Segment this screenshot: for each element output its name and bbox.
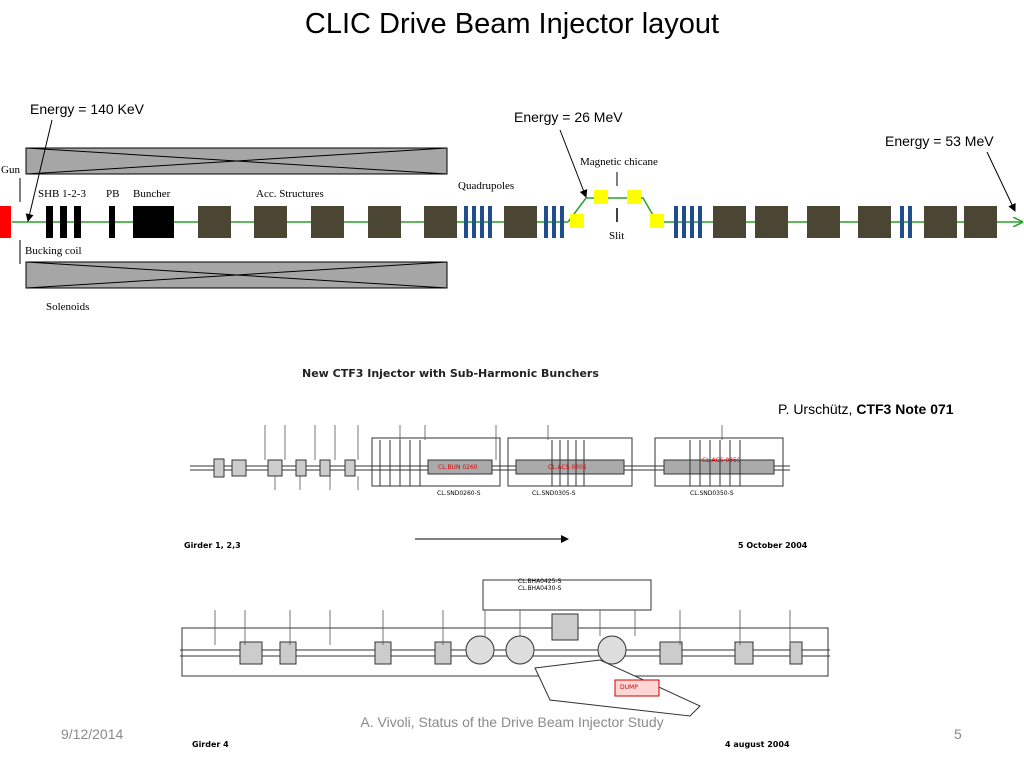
- acc-structure: [924, 206, 957, 238]
- quadrupole: [560, 206, 564, 238]
- chicane-label: Magnetic chicane: [580, 156, 658, 168]
- acs-1-label: CL.ACS 0305: [548, 464, 587, 471]
- energy-label-53mev: Energy = 53 MeV: [885, 133, 994, 149]
- pb-label: PB: [106, 188, 120, 200]
- chicane-magnet: [627, 190, 641, 204]
- acc-structure: [964, 206, 997, 238]
- acc-structure: [311, 206, 344, 238]
- magnetic-chicane: [570, 190, 664, 228]
- reference-author: P. Urschütz,: [778, 401, 853, 417]
- footer-page-number: 5: [954, 726, 962, 742]
- acc-structure: [713, 206, 746, 238]
- energy-label-26mev: Energy = 26 MeV: [514, 109, 623, 125]
- date-bottom-label: 4 august 2004: [725, 740, 790, 749]
- girder-top-label: Girder 1, 2,3: [184, 541, 241, 550]
- acs-2-label: CL.ACS 0350: [702, 457, 741, 464]
- shb-1: [46, 206, 53, 238]
- snd-3-label: CL.SND0350-S: [690, 490, 734, 497]
- footer-center: A. Vivoli, Status of the Drive Beam Inje…: [360, 714, 664, 730]
- energy-arrow-140kev: [25, 119, 53, 222]
- chicane-magnet: [650, 214, 664, 228]
- drawing-bottom-leaders: [214, 610, 791, 645]
- prebuncher: [109, 206, 115, 238]
- bha-2-label: CL.BHA0430-S: [518, 585, 562, 592]
- energy-arrow-26mev: [559, 129, 588, 198]
- girder-bottom-label: Girder 4: [192, 740, 229, 749]
- gun-block: [0, 206, 11, 238]
- acc-structures-label: Acc. Structures: [256, 188, 324, 200]
- chicane-magnet: [594, 190, 608, 204]
- quadrupole: [682, 206, 686, 238]
- acc-structure: [858, 206, 891, 238]
- date-top-label: 5 October 2004: [738, 541, 808, 550]
- slide-title: CLIC Drive Beam Injector layout: [304, 8, 720, 40]
- chicane-magnet: [570, 214, 584, 228]
- buncher-label: Buncher: [133, 188, 171, 200]
- acc-structures: [198, 206, 997, 238]
- shb-3: [74, 206, 81, 238]
- injector-schematic: [0, 119, 1024, 289]
- bun-label: CL.BUN 0260: [438, 464, 478, 471]
- acc-structure: [368, 206, 401, 238]
- acc-structure: [807, 206, 840, 238]
- quadrupole: [472, 206, 476, 238]
- acc-structure: [198, 206, 231, 238]
- drawing-top-leaders: [264, 425, 723, 490]
- bha-1-label: CL.BHA0425-S: [518, 578, 562, 585]
- acc-structure: [755, 206, 788, 238]
- energy-label-140kev: Energy = 140 KeV: [30, 101, 145, 117]
- quadrupole: [908, 206, 912, 238]
- footer-date: 9/12/2014: [61, 726, 124, 742]
- drawing-bottom: [180, 579, 830, 717]
- quadrupoles-label: Quadrupoles: [458, 180, 515, 192]
- acc-structure: [254, 206, 287, 238]
- quadrupole: [674, 206, 678, 238]
- shb-label: SHB 1-2-3: [38, 188, 86, 200]
- quadrupoles: [464, 206, 912, 238]
- quadrupole: [690, 206, 694, 238]
- energy-arrow-53mev: [986, 151, 1016, 212]
- dump-label: DUMP: [620, 684, 638, 691]
- quadrupole: [544, 206, 548, 238]
- solenoid-bottom: [25, 261, 448, 289]
- reference-citation: P. Urschütz, CTF3 Note 071: [778, 401, 954, 417]
- snd-1-label: CL.SND0260-S: [437, 490, 481, 497]
- solenoid-top: [25, 147, 448, 175]
- acc-structure: [504, 206, 537, 238]
- drawing-top: [190, 437, 790, 487]
- bucking-coil-label: Bucking coil: [25, 245, 82, 257]
- quadrupole: [552, 206, 556, 238]
- gun-label: Gun: [1, 164, 20, 176]
- acc-structure: [424, 206, 457, 238]
- shb-2: [60, 206, 67, 238]
- reference-note: CTF3 Note 071: [856, 401, 954, 417]
- buncher-block: [133, 206, 174, 238]
- slit-label: Slit: [609, 230, 625, 242]
- drawing-heading: New CTF3 Injector with Sub-Harmonic Bunc…: [302, 367, 599, 380]
- quadrupole: [488, 206, 492, 238]
- snd-2-label: CL.SND0305-S: [532, 490, 576, 497]
- quadrupole: [464, 206, 468, 238]
- quadrupole: [900, 206, 904, 238]
- quadrupole: [698, 206, 702, 238]
- solenoids-label: Solenoids: [46, 301, 90, 313]
- quadrupole: [480, 206, 484, 238]
